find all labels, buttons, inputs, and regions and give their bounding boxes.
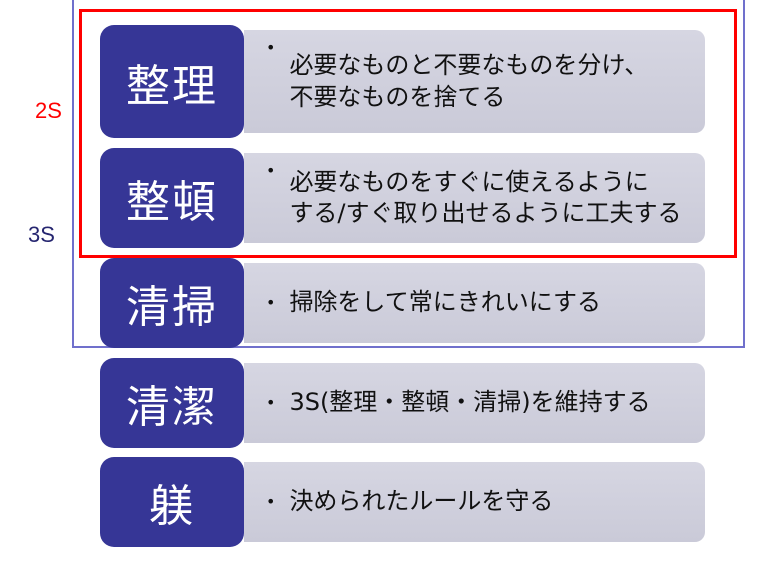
description-text: 決められたルールを守る	[289, 487, 554, 516]
2s-label: 2S	[35, 98, 62, 123]
description-text: 必要なものをすぐに使えるように する/すぐ取り出せるように工夫する	[289, 167, 682, 227]
3s-label: 3S	[28, 222, 55, 247]
row-shitsuke: 躾 • 決められたルールを守る	[100, 457, 705, 547]
description: • 決められたルールを守る	[244, 462, 705, 542]
term: 清潔	[100, 358, 244, 448]
row-seisou: 清掃 • 掃除をして常にきれいにする	[100, 258, 705, 348]
description: • 必要なものをすぐに使えるように する/すぐ取り出せるように工夫する	[244, 153, 705, 243]
bullet: •	[266, 491, 276, 511]
term: 整理	[100, 25, 244, 138]
bullet: •	[266, 38, 276, 57]
bullet: •	[266, 392, 276, 412]
description-text: 3S(整理・整頓・清掃)を維持する	[289, 388, 651, 417]
bullet: •	[266, 161, 276, 180]
bullet: •	[266, 292, 276, 312]
description: • 掃除をして常にきれいにする	[244, 263, 705, 343]
3s-group-frame	[72, 0, 745, 348]
description: • 3S(整理・整頓・清掃)を維持する	[244, 363, 705, 443]
description: • 必要なものと不要なものを分け、 不要なものを捨てる	[244, 30, 705, 133]
row-seiketsu: 清潔 • 3S(整理・整頓・清掃)を維持する	[100, 358, 705, 448]
term: 躾	[100, 457, 244, 547]
2s-group-frame	[79, 9, 737, 258]
description-text: 必要なものと不要なものを分け、 不要なものを捨てる	[289, 51, 649, 111]
row-seiton: 整頓 • 必要なものをすぐに使えるように する/すぐ取り出せるように工夫する	[100, 148, 705, 248]
term: 清掃	[100, 258, 244, 348]
description-text: 掃除をして常にきれいにする	[289, 288, 601, 317]
row-seiri: 整理 • 必要なものと不要なものを分け、 不要なものを捨てる	[100, 25, 705, 138]
term: 整頓	[100, 148, 244, 248]
